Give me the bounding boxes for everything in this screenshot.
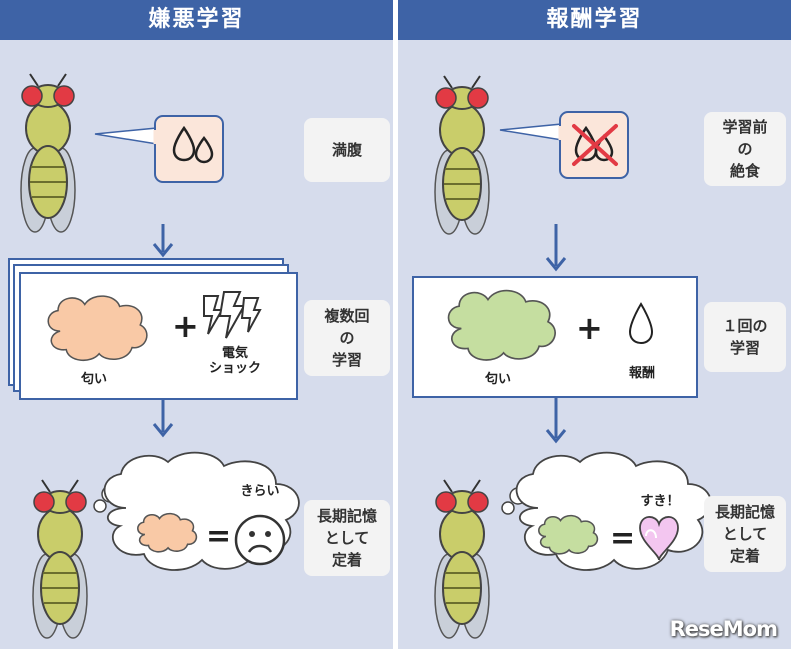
panel-title: 報酬学習 [398,0,791,40]
fly-icon [434,75,490,235]
odor-cloud-icon [538,514,599,555]
training-label: １回の 学習 [704,302,786,372]
fly-icon [434,479,490,639]
odor-cloud-icon [137,512,198,553]
odor-cloud-icon [447,289,556,361]
odor-label: 匂い [484,372,511,387]
lightning-icon [203,291,262,339]
down-arrow-icon [545,224,567,272]
water-drops-icon [172,125,214,164]
stimulus-label: 電気 ショック [208,346,261,376]
plus-symbol: + [576,309,603,347]
state-label: 学習前 の 絶食 [704,112,786,186]
odor-label: 匂い [80,372,107,387]
stimulus-label: 報酬 [628,366,655,381]
plus-symbol: + [172,307,199,345]
droplet-icon [628,302,654,345]
fly-icon [20,73,76,233]
odor-cloud-icon [47,295,148,362]
feeling-label: きらい [240,484,280,499]
speech-bubble [94,115,224,183]
panel-title: 嫌悪学習 [0,0,393,40]
state-label: 満腹 [304,118,390,182]
feeling-label: すき！ [640,494,680,509]
memory-label: 長期記憶 として 定着 [304,500,390,576]
watermark-logo: ReseMom [669,617,778,641]
thought-bubble-icon [501,451,712,571]
sad-face-icon [234,514,286,566]
no-food-icon [572,124,618,166]
down-arrow-icon [152,224,174,258]
equals-symbol: = [610,521,636,556]
heart-icon [639,516,679,561]
training-label: 複数回 の 学習 [304,300,390,376]
aversive-learning-panel: 嫌悪学習 満腹 匂い + 電気 ショック 複数回 の 学習 [0,0,393,649]
reward-learning-panel: 報酬学習 学習前 の 絶食 匂い + 報酬 １回の 学習 = すき！ 長期 [398,0,791,649]
memory-label: 長期記憶 として 定着 [704,496,786,572]
thought-bubble-icon [93,451,300,571]
down-arrow-icon [545,398,567,444]
equals-symbol: = [206,519,232,554]
down-arrow-icon [152,398,174,438]
